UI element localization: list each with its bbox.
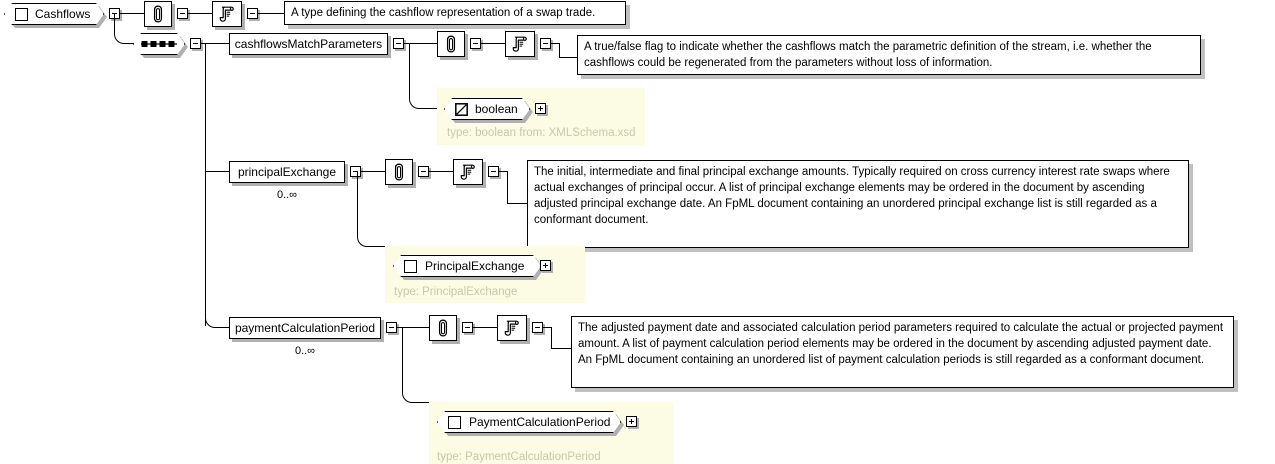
connector-line bbox=[219, 327, 231, 328]
connector-line bbox=[429, 171, 455, 172]
type-caption-principalExchange: type: PrincipalExchange bbox=[394, 286, 518, 298]
type-node-paymentCalculationPeriod[interactable]: PaymentCalculationPeriod bbox=[437, 411, 621, 433]
type-node-label: PrincipalExchange bbox=[425, 259, 525, 273]
connector-line bbox=[551, 43, 560, 44]
annotation-icon-box-paymentCalculationPeriod[interactable] bbox=[429, 315, 460, 344]
connector-line bbox=[507, 171, 508, 204]
connector-line bbox=[205, 171, 230, 172]
documentation-text-principalExchange: The initial, intermediate and final prin… bbox=[527, 160, 1189, 248]
connector-elbow bbox=[409, 43, 439, 109]
documentation-box-principalExchange: The initial, intermediate and final prin… bbox=[527, 160, 1193, 252]
element-label: paymentCalculationPeriod bbox=[234, 321, 376, 335]
complex-type-square-icon bbox=[15, 8, 28, 21]
type-caption-paymentCalculationPeriod: type: PaymentCalculationPeriod bbox=[437, 451, 601, 463]
type-node-boolean[interactable]: boolean bbox=[444, 98, 530, 120]
documentation-text-paymentCalculationPeriod: The adjusted payment date and associated… bbox=[571, 316, 1234, 388]
connector-line bbox=[507, 203, 528, 204]
element-node-paymentCalculationPeriod[interactable]: paymentCalculationPeriod bbox=[229, 317, 384, 342]
document-scroll-icon bbox=[219, 6, 234, 22]
cardinality-principalExchange: 0..∞ bbox=[276, 189, 298, 201]
sequence-icon bbox=[141, 39, 177, 49]
type-caption-boolean: type: boolean from: XMLSchema.xsd bbox=[447, 127, 636, 139]
documentation-box-root: A type defining the cashflow representat… bbox=[284, 1, 630, 29]
type-node-label: boolean bbox=[475, 102, 518, 116]
connector-line bbox=[559, 43, 560, 58]
documentation-icon-box-paymentCalculationPeriod[interactable] bbox=[497, 315, 530, 344]
connector-trunk bbox=[205, 43, 206, 326]
root-type-node-cashflows[interactable]: Cashflows bbox=[4, 3, 104, 25]
connector-elbow bbox=[205, 316, 221, 328]
paperclip-icon bbox=[446, 35, 456, 53]
paperclip-icon bbox=[153, 5, 163, 23]
connector-line bbox=[499, 171, 508, 172]
connector-line bbox=[473, 327, 499, 328]
connector-line bbox=[559, 57, 578, 58]
documentation-text-root: A type defining the cashflow representat… bbox=[284, 1, 626, 25]
element-label: principalExchange bbox=[237, 165, 337, 179]
annotation-icon-box-cashflowsMatchParameters[interactable] bbox=[437, 31, 468, 60]
element-node-principalExchange[interactable]: principalExchange bbox=[229, 161, 348, 186]
connector-elbow bbox=[357, 171, 387, 247]
paperclip-icon bbox=[394, 163, 404, 181]
connector-line bbox=[481, 43, 507, 44]
connector-line bbox=[551, 348, 572, 349]
complex-type-square-icon bbox=[404, 260, 417, 273]
annotation-icon-box-principalExchange[interactable] bbox=[385, 159, 416, 188]
documentation-icon-box-cashflowsMatchParameters[interactable] bbox=[505, 31, 538, 60]
cardinality-paymentCalculationPeriod: 0..∞ bbox=[294, 345, 316, 357]
documentation-box-cashflowsMatchParameters: A true/false flag to indicate whether th… bbox=[577, 35, 1205, 79]
connector-line bbox=[188, 13, 214, 14]
connector-line bbox=[361, 171, 386, 172]
connector-line bbox=[397, 327, 430, 328]
connector-line bbox=[404, 43, 438, 44]
document-scroll-icon bbox=[460, 164, 475, 180]
sequence-compositor-node[interactable] bbox=[133, 33, 185, 55]
documentation-icon-box-root[interactable] bbox=[212, 1, 245, 30]
annotation-icon-box-root[interactable] bbox=[144, 1, 175, 30]
documentation-text-cashflowsMatchParameters: A true/false flag to indicate whether th… bbox=[577, 35, 1201, 75]
connector-line bbox=[201, 43, 230, 44]
connector-line bbox=[543, 327, 552, 328]
document-scroll-icon bbox=[512, 36, 527, 52]
element-node-cashflowsMatchParameters[interactable]: cashflowsMatchParameters bbox=[229, 33, 391, 58]
paperclip-icon bbox=[438, 319, 448, 337]
type-node-label: PaymentCalculationPeriod bbox=[469, 415, 611, 429]
document-scroll-icon bbox=[504, 320, 519, 336]
connector-line bbox=[258, 13, 285, 14]
type-node-principalExchange[interactable]: PrincipalExchange bbox=[393, 255, 541, 277]
connector-elbow bbox=[402, 327, 432, 403]
simple-type-icon bbox=[455, 103, 468, 116]
documentation-icon-box-principalExchange[interactable] bbox=[453, 159, 486, 188]
element-label: cashflowsMatchParameters bbox=[234, 37, 383, 51]
documentation-box-paymentCalculationPeriod: The adjusted payment date and associated… bbox=[571, 316, 1238, 392]
connector-line bbox=[551, 327, 552, 349]
complex-type-square-icon bbox=[448, 416, 461, 429]
connector-elbow bbox=[114, 13, 134, 44]
root-type-label: Cashflows bbox=[35, 7, 91, 21]
